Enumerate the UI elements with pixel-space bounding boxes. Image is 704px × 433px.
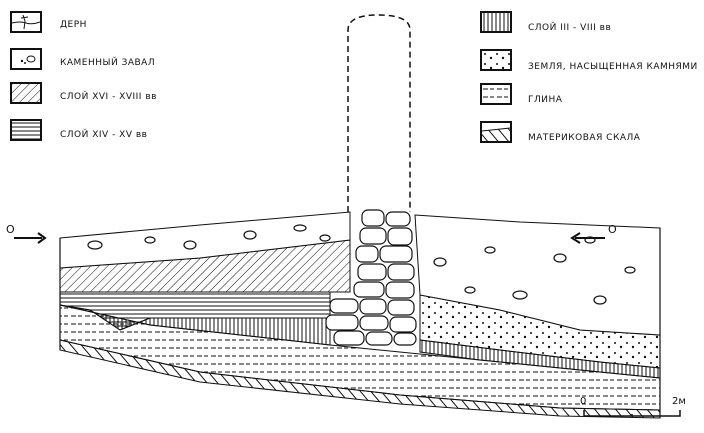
- scale-bar: [583, 410, 681, 417]
- legend-swatch-vertical: [480, 11, 512, 33]
- reconstructed-wall-outline: [347, 14, 411, 212]
- legend-label: СЛОЙ XIV - XV вв: [60, 130, 148, 140]
- rubble-right: [414, 214, 661, 336]
- legend-label: ДЕРН: [60, 20, 87, 30]
- legend-label: КАМЕННЫЙ ЗАВАЛ: [60, 58, 156, 68]
- scale-start: 0: [580, 396, 587, 407]
- legend-label: МАТЕРИКОВАЯ СКАЛА: [528, 133, 641, 143]
- legend-swatch-bedrock: [480, 121, 512, 143]
- legend-swatch-clay: [480, 83, 512, 105]
- stone-wall: [325, 209, 417, 346]
- legend-swatch-diagonal: [10, 82, 42, 104]
- legend-swatch-turf: [10, 11, 42, 33]
- legend-label: СЛОЙ III - VIII вв: [528, 23, 612, 33]
- scale-end: 2м: [672, 396, 686, 407]
- arrow-right-icon: [37, 232, 47, 244]
- section-marker-right: О: [608, 223, 617, 236]
- arrow-left-icon: [570, 232, 581, 244]
- legend-label: СЛОЙ XVI - XVIII вв: [60, 92, 157, 102]
- legend-swatch-rubble: [10, 48, 42, 70]
- legend-swatch-horizontal: [10, 119, 42, 141]
- legend-label: ГЛИНА: [528, 95, 563, 105]
- section-marker-left: О: [6, 223, 15, 236]
- legend-label: ЗЕМЛЯ, НАСЫЩЕННАЯ КАМНЯМИ: [528, 62, 698, 72]
- rubble-stones: [87, 224, 636, 305]
- layer-xiv-xv: [59, 291, 331, 331]
- legend-swatch-dotted: [480, 49, 512, 71]
